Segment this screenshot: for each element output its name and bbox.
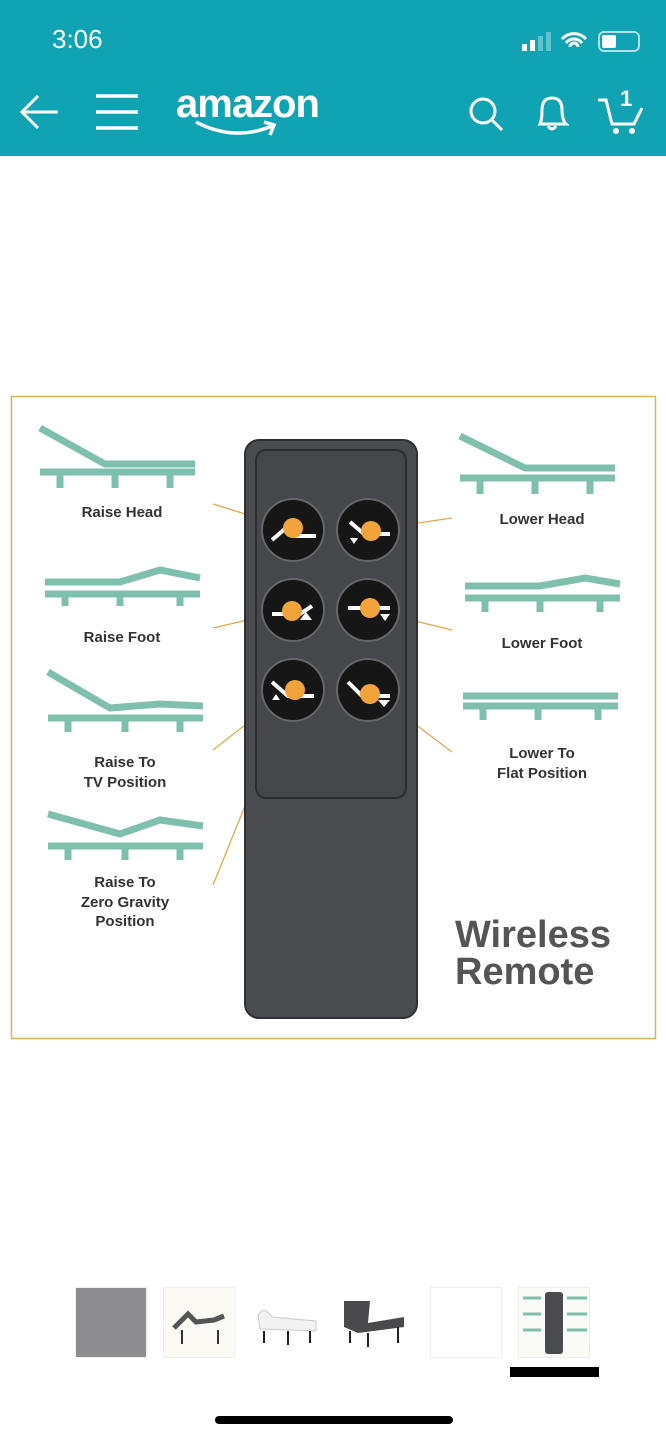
product-image[interactable]: Raise Head Lower Head Raise Foot Lower F… [0,380,666,1060]
lower-head-button [336,498,400,562]
thumbnail-2[interactable] [163,1287,235,1358]
lower-head-bed-icon [458,432,615,494]
label-raise-head: Raise Head [82,504,163,521]
raise-foot-button [261,578,325,642]
label-flat-line1: Lower To [509,745,575,762]
flat-position-button [336,658,400,722]
back-arrow-icon[interactable] [18,92,62,132]
amazon-smile-icon [195,120,277,136]
remote-buttons [261,498,400,722]
thumbnail-6[interactable] [518,1287,590,1358]
label-zero-line2: Zero Gravity [81,894,170,911]
raise-head-button [261,498,325,562]
label-flat-line2: Flat Position [497,765,587,782]
label-lower-head: Lower Head [499,511,584,528]
thumbnail-5[interactable] [430,1287,502,1358]
label-zero-line1: Raise To [94,874,155,891]
thumbnail-4[interactable] [338,1287,410,1358]
bell-icon[interactable] [532,92,572,134]
title-remote: Remote [455,951,594,993]
flat-bed-icon [463,692,618,720]
cart-count-badge: 1 [620,86,633,111]
bed-diagrams [38,424,621,860]
title-wireless: Wireless [455,914,611,956]
tv-position-bed-icon [46,668,204,732]
thumbnail-3[interactable] [250,1287,322,1358]
menu-icon[interactable] [95,92,139,132]
top-nav-bar: 3:06 amazon 1 [0,0,666,156]
zero-gravity-bed-icon [47,810,204,860]
amazon-logo[interactable]: amazon [176,82,320,126]
lower-foot-button [336,578,400,642]
lower-foot-bed-icon [465,574,621,612]
label-tv-line2: TV Position [84,774,167,791]
label-raise-foot: Raise Foot [84,629,161,646]
selected-thumbnail-indicator [510,1367,599,1377]
label-zero-line3: Position [95,913,154,930]
thumbnail-1[interactable] [75,1287,147,1358]
status-time: 3:06 [52,24,103,54]
home-indicator[interactable] [215,1416,453,1424]
label-lower-foot: Lower Foot [502,635,583,652]
status-icons [522,31,640,52]
cart-icon[interactable] [596,94,648,136]
wireless-remote [244,439,418,1019]
search-icon[interactable] [466,94,506,134]
label-tv-line1: Raise To [94,754,155,771]
tv-position-button [261,658,325,722]
raise-head-bed-icon [38,424,195,488]
raise-foot-bed-icon [45,566,201,606]
